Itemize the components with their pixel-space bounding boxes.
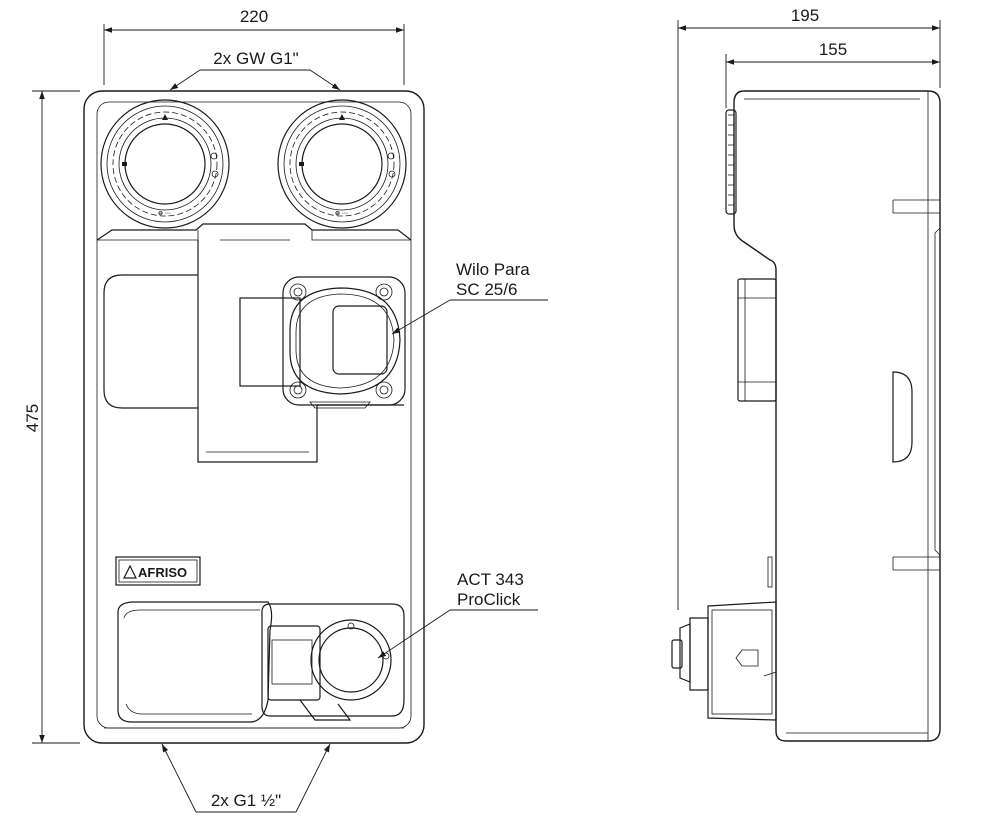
front-left-recess <box>103 274 198 409</box>
svg-text:⊖ ◦◦◦: ⊖ ◦◦◦ <box>158 211 171 217</box>
side-pump <box>737 278 777 402</box>
brand-plate: AFRISO <box>115 556 201 586</box>
actuator-act343 <box>261 603 405 721</box>
pump-label-line2: SC 25/6 <box>456 280 517 299</box>
mixer-valve-body <box>117 601 273 723</box>
dim-height-label: 475 <box>23 404 42 432</box>
pump-label-line1: Wilo Para <box>456 260 530 279</box>
top-left-connector: ⊖ ◦◦◦ <box>100 99 230 229</box>
dim-body-depth-label: 155 <box>819 40 847 59</box>
front-upper-bevel <box>96 223 412 241</box>
dim-total-depth-label: 195 <box>791 6 819 25</box>
pump-wilo <box>239 276 406 409</box>
side-view <box>671 90 941 742</box>
front-dimensions: 220 475 2x GW G1" 2x G1 ½" Wilo Para SC … <box>23 7 548 813</box>
dim-width-label: 220 <box>240 7 268 26</box>
side-housing <box>733 90 941 742</box>
side-actuator <box>671 601 777 721</box>
brand-text: AFRISO <box>138 565 187 580</box>
actuator-label-line2: ProClick <box>457 590 521 609</box>
top-right-connector: ⊖ ◦◦◦ <box>277 99 407 229</box>
side-dimensions: 195 155 <box>677 6 941 610</box>
svg-text:⊖ ◦◦◦: ⊖ ◦◦◦ <box>335 211 348 217</box>
actuator-label-line1: ACT 343 <box>457 570 524 589</box>
top-connection-label: 2x GW G1" <box>213 49 298 68</box>
side-handle-recess <box>892 371 913 463</box>
bottom-connection-label: 2x G1 ½" <box>211 791 281 810</box>
side-connector-stub <box>725 109 737 215</box>
front-housing <box>83 90 425 744</box>
front-view: ⊖ ◦◦◦ ⊖ ◦◦◦ <box>83 90 425 744</box>
